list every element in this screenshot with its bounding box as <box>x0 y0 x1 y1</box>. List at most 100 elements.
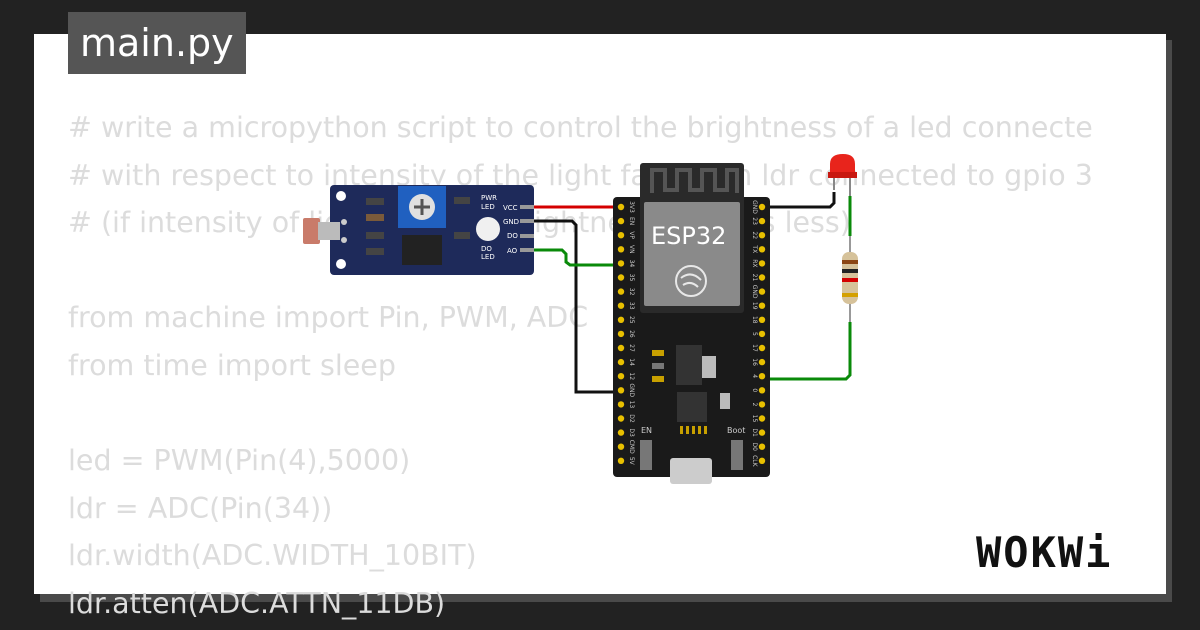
left-pin-label: EN <box>628 217 635 225</box>
ldr-module[interactable]: PWR LED VCC GND DO AO DO LED <box>303 185 534 275</box>
indicator-led <box>476 217 500 241</box>
code-editor[interactable]: # write a micropython script to control … <box>68 104 1132 620</box>
right-pin[interactable] <box>758 288 766 295</box>
right-pin-label: 22 <box>751 231 758 239</box>
label-pwr: PWR <box>481 194 497 202</box>
left-pin-label: 27 <box>628 344 635 352</box>
right-pin-label: 4 <box>751 374 758 378</box>
left-pin[interactable] <box>617 260 625 267</box>
left-pin[interactable] <box>617 358 625 366</box>
left-pin-label: 32 <box>628 288 635 296</box>
left-pin[interactable] <box>617 429 625 436</box>
right-pin[interactable] <box>758 429 766 436</box>
left-pin-label: 12 <box>628 372 635 380</box>
esp32-board[interactable]: ESP32 3V3ENVPVN343532332526271412GND13D2… <box>613 163 770 484</box>
label-vcc: VCC <box>503 204 518 212</box>
right-pin[interactable] <box>758 358 766 366</box>
code-line: ldr.width(ADC.WIDTH_10BIT) <box>68 539 477 573</box>
en-button <box>640 440 652 470</box>
left-pin-label: D3 <box>628 428 635 437</box>
right-pin[interactable] <box>758 203 766 211</box>
right-pin-label: 15 <box>751 415 758 423</box>
label-led2: LED <box>481 253 495 261</box>
code-card: # write a micropython script to control … <box>34 34 1166 620</box>
right-pin[interactable] <box>758 330 766 338</box>
left-pin-label: 5V <box>628 457 635 466</box>
right-pin-label: RX <box>751 259 758 267</box>
esp32-label: ESP32 <box>651 222 726 250</box>
left-pin[interactable] <box>617 274 625 281</box>
left-pin[interactable] <box>617 373 625 380</box>
usb-connector <box>670 458 712 484</box>
left-pin[interactable] <box>617 217 625 225</box>
photoresistor <box>303 218 320 244</box>
left-pin[interactable] <box>617 344 625 352</box>
right-pin[interactable] <box>758 232 766 239</box>
left-pin-label: GND <box>628 383 635 397</box>
left-pin[interactable] <box>617 401 625 408</box>
label-ao: AO <box>507 247 518 255</box>
left-pin[interactable] <box>617 288 625 295</box>
right-pin[interactable] <box>758 415 766 422</box>
right-pin[interactable] <box>758 246 766 253</box>
right-pin-label: D0 <box>751 442 758 451</box>
left-pin-label: 13 <box>628 401 635 409</box>
left-pin-label: CMD <box>628 440 635 454</box>
right-pin[interactable] <box>758 401 766 408</box>
left-pin-label: 3V3 <box>628 201 635 213</box>
wokwi-logo: WOKWi <box>976 528 1113 577</box>
left-pin-label: D2 <box>628 414 635 423</box>
left-pin[interactable] <box>617 316 625 323</box>
right-pin[interactable] <box>758 302 766 309</box>
left-pin-label: 33 <box>628 302 635 310</box>
left-pin-label: VP <box>628 231 635 239</box>
right-pin-label: 2 <box>751 402 758 406</box>
red-led[interactable] <box>828 154 857 196</box>
left-pin-label: 26 <box>628 330 635 338</box>
left-pin[interactable] <box>617 232 625 239</box>
left-pin[interactable] <box>617 387 625 394</box>
left-pin-label: VN <box>628 245 635 254</box>
code-line: from time import sleep <box>68 348 396 382</box>
left-pin-label: 25 <box>628 316 635 324</box>
right-pin[interactable] <box>758 217 766 225</box>
right-pin[interactable] <box>758 387 766 394</box>
label-led: LED <box>481 203 495 211</box>
left-pin[interactable] <box>617 302 625 309</box>
left-pin[interactable] <box>617 203 625 211</box>
en-label: EN <box>641 426 652 435</box>
right-pin-label: D1 <box>751 428 758 437</box>
right-pin[interactable] <box>758 316 766 323</box>
left-pin[interactable] <box>617 246 625 253</box>
left-pin-label: 34 <box>628 260 635 268</box>
left-pin[interactable] <box>617 415 625 422</box>
right-pin-label: 0 <box>751 388 758 392</box>
code-line: # write a micropython script to control … <box>68 111 1093 144</box>
left-pin[interactable] <box>617 330 625 338</box>
right-pin-label: 23 <box>751 217 758 225</box>
left-pin[interactable] <box>617 457 625 464</box>
code-line: ldr.atten(ADC.ATTN_11DB) <box>68 586 446 620</box>
right-pin[interactable] <box>758 373 766 380</box>
right-pin[interactable] <box>758 443 766 450</box>
right-pin-label: 19 <box>751 302 758 310</box>
boot-label: Boot <box>727 426 745 435</box>
right-pin-label: 5 <box>751 332 758 336</box>
right-pin-label: 17 <box>751 344 758 352</box>
right-pin-label: TX <box>751 244 758 253</box>
right-pin[interactable] <box>758 457 766 464</box>
code-line: ldr = ADC(Pin(34)) <box>68 491 333 525</box>
right-pin[interactable] <box>758 260 766 267</box>
right-pin-label: GND <box>751 200 758 214</box>
right-pin-label: 16 <box>751 358 758 366</box>
resistor[interactable] <box>842 236 858 322</box>
right-pin[interactable] <box>758 344 766 352</box>
gnd-led-wire <box>766 192 836 209</box>
code-line: led = PWM(Pin(4),5000) <box>68 444 411 478</box>
boot-button <box>731 440 743 470</box>
left-pin[interactable] <box>617 443 625 450</box>
right-pin[interactable] <box>758 274 766 281</box>
ao-wire <box>534 248 622 267</box>
file-tab[interactable]: main.py <box>68 12 246 74</box>
label-do2: DO <box>481 245 492 253</box>
